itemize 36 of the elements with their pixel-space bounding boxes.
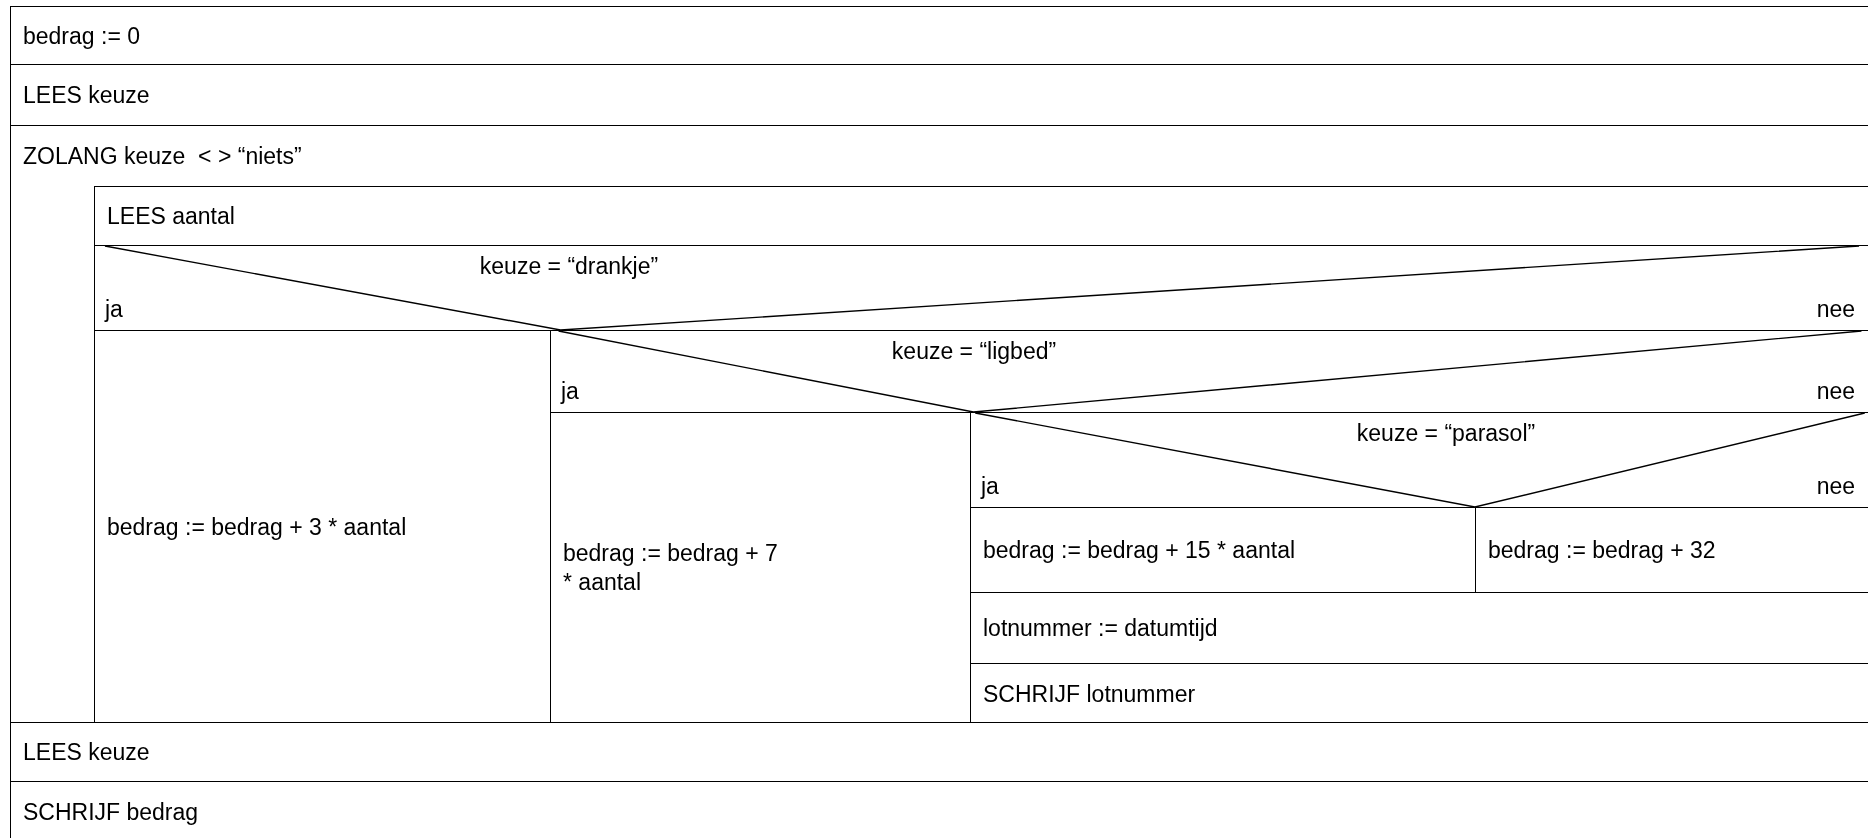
statement-text: bedrag := 0 [23,21,140,50]
statement-cell [970,507,1475,592]
statement-cell [10,781,1868,838]
decision-cell [94,245,1868,330]
statement-cell [94,330,550,723]
statement-text: LEES keuze [23,80,150,110]
yes-label: ja [561,377,579,406]
condition-text: keuze = “ligbed” [891,337,1057,366]
statement-text: bedrag := bedrag + 3 * aantal [107,512,407,542]
decision-cell [970,412,1868,507]
statement-text: lotnummer := datumtijd [983,613,1218,643]
statement-text: SCHRIJF lotnummer [983,679,1196,708]
statement-text: bedrag := bedrag + 7 * aantal [563,539,779,597]
condition-text: keuze = “parasol” [1356,419,1536,448]
loop-condition: ZOLANG keuze < > “niets” [23,142,302,171]
loop-block [10,125,1868,722]
statement-cell [10,64,1868,125]
statement-cell [970,592,1868,663]
condition-text: keuze = “drankje” [479,252,659,281]
yes-label: ja [105,295,123,324]
statement-cell [970,663,1868,723]
no-label: nee [1816,377,1855,406]
statement-cell [10,722,1868,781]
statement-cell [94,186,1868,245]
statement-text: bedrag := bedrag + 32 [1488,535,1716,565]
statement-text: SCHRIJF bedrag [23,797,199,826]
statement-text: bedrag := bedrag + 15 * aantal [983,535,1296,565]
no-label: nee [1816,472,1855,501]
yes-label: ja [981,472,999,501]
statement-cell [1475,507,1868,592]
statement-cell [550,412,970,723]
statement-text: LEES aantal [107,201,235,231]
no-label: nee [1816,295,1855,324]
statement-text: LEES keuze [23,737,150,767]
decision-cell [550,330,1868,412]
statement-cell [10,6,1868,64]
